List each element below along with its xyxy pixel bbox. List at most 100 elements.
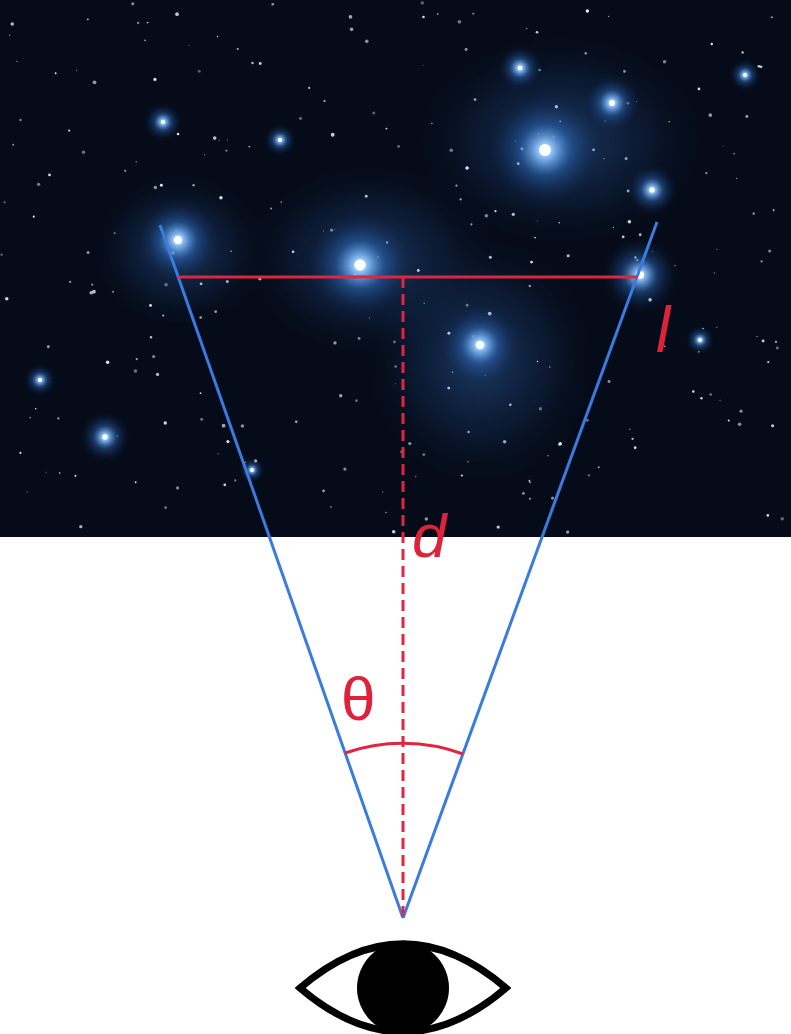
star — [465, 48, 468, 51]
bright-star — [686, 326, 715, 355]
star — [422, 16, 425, 19]
star — [55, 72, 57, 74]
star — [19, 119, 21, 121]
star — [154, 186, 158, 190]
star — [608, 16, 609, 17]
star — [461, 474, 463, 476]
star-glow — [24, 364, 56, 396]
star — [241, 424, 245, 428]
star — [136, 358, 138, 360]
star — [292, 250, 295, 253]
star — [741, 51, 744, 54]
star — [9, 35, 10, 36]
star — [417, 269, 420, 272]
star — [385, 512, 387, 514]
star — [449, 148, 453, 152]
star — [714, 272, 716, 274]
star — [5, 297, 9, 301]
star-core — [539, 144, 551, 156]
star — [259, 62, 262, 65]
star — [200, 392, 202, 394]
bright-star — [144, 103, 182, 141]
angle-arc — [345, 743, 463, 754]
star — [567, 254, 570, 257]
star — [226, 280, 229, 283]
star-core — [174, 236, 183, 245]
star — [355, 399, 358, 402]
star — [733, 153, 735, 155]
star — [213, 136, 217, 140]
star — [422, 453, 425, 456]
star — [331, 133, 335, 137]
star — [343, 467, 346, 470]
star — [509, 403, 512, 406]
star — [625, 157, 628, 160]
star-glow — [498, 46, 543, 91]
star-glow — [729, 59, 761, 91]
star — [663, 60, 667, 64]
star — [10, 22, 14, 26]
star — [710, 393, 712, 395]
star — [89, 291, 93, 295]
star — [153, 78, 156, 81]
star — [280, 201, 282, 203]
bright-star — [498, 46, 543, 91]
star — [106, 361, 110, 365]
star — [76, 70, 77, 71]
star-core — [698, 338, 702, 342]
star — [528, 480, 530, 482]
size-label: l — [656, 298, 670, 362]
star — [631, 438, 633, 440]
star — [29, 417, 30, 418]
star — [234, 479, 236, 481]
star — [692, 390, 694, 392]
star — [365, 40, 369, 44]
star — [217, 453, 218, 454]
star-core — [250, 468, 254, 472]
star — [93, 80, 97, 84]
night-sky — [0, 0, 791, 537]
star — [4, 201, 6, 203]
star — [622, 236, 625, 239]
bright-star — [729, 59, 761, 91]
sight-line — [403, 222, 657, 918]
star — [497, 525, 500, 528]
star-core — [38, 378, 42, 382]
star — [204, 154, 205, 155]
star — [465, 166, 469, 170]
star — [0, 253, 2, 255]
star — [767, 361, 769, 363]
star — [756, 336, 757, 337]
star — [738, 422, 742, 426]
star-glow — [264, 124, 296, 156]
star — [485, 214, 488, 217]
star — [566, 531, 569, 534]
size-line — [178, 276, 637, 279]
star-core — [609, 100, 615, 106]
eye-symbol — [300, 942, 506, 1034]
star — [200, 282, 203, 285]
star — [16, 61, 17, 62]
star — [716, 249, 717, 250]
star — [415, 476, 417, 478]
angle-label: θ — [341, 668, 375, 730]
star — [752, 212, 755, 215]
star — [503, 440, 507, 444]
star — [745, 115, 748, 118]
star-core — [518, 66, 523, 71]
star — [613, 227, 614, 228]
star — [134, 369, 138, 373]
star — [421, 1, 424, 4]
star — [299, 117, 302, 120]
star — [339, 394, 342, 397]
stars — [0, 1, 784, 533]
star — [136, 161, 137, 162]
star — [137, 22, 139, 24]
bright-star — [438, 303, 521, 386]
star — [767, 514, 770, 517]
sight-line — [160, 225, 403, 918]
bright-star — [626, 164, 677, 215]
star — [164, 506, 167, 509]
pupil — [357, 942, 449, 1034]
